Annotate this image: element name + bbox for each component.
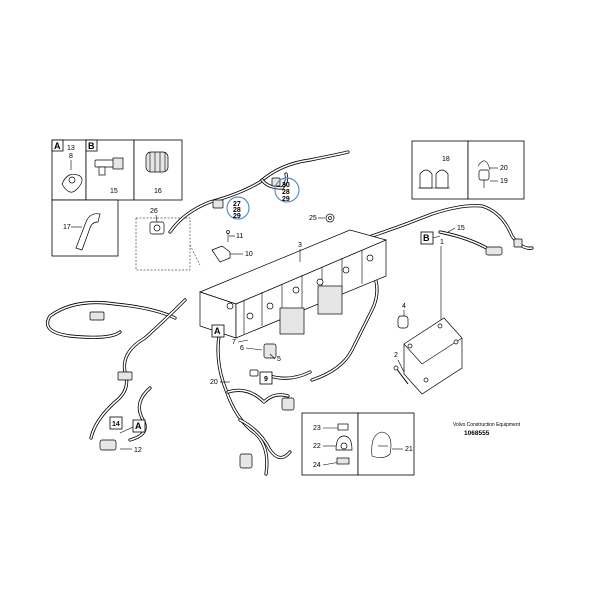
part-tie-19-20-icon <box>477 160 491 188</box>
callout-7: 7 <box>232 339 236 346</box>
connector-6 <box>263 343 277 359</box>
leader-15-drawing <box>447 227 456 233</box>
inset-group-top-right: 18 20 19 <box>411 140 525 200</box>
connector-bottom <box>239 453 253 469</box>
leader-7 <box>237 339 249 343</box>
leader-ref-a-2 <box>119 426 134 434</box>
connector-right-end <box>485 246 503 256</box>
callout-24: 24 <box>313 462 321 469</box>
main-harness <box>45 150 534 476</box>
callout-11: 11 <box>236 233 243 240</box>
part-10-icon <box>211 245 231 263</box>
inset-box-b-letter-frame <box>85 139 98 152</box>
highlight-circle-left <box>226 196 250 220</box>
callout-1: 1 <box>440 239 444 246</box>
inset-group-bottom-right: 23 22 24 21 <box>301 412 415 476</box>
part-25-icon <box>325 213 335 223</box>
ref-a-frame-1 <box>211 324 225 338</box>
callout-12: 12 <box>134 447 142 454</box>
callout-4: 4 <box>402 303 406 310</box>
leader-5 <box>269 353 276 360</box>
connector-left-mid <box>117 371 133 381</box>
callout-26: 26 <box>150 208 158 215</box>
part-sensor-15-icon <box>94 157 124 176</box>
callout-6: 6 <box>240 345 244 352</box>
callout-3: 3 <box>298 242 302 249</box>
callout-14: 14 <box>112 421 120 428</box>
callout-10: 10 <box>245 251 253 258</box>
part-clip-21-icon <box>371 431 392 458</box>
part-bolt-2-icon <box>393 365 409 385</box>
part-clamp-22-24-icon <box>335 423 353 465</box>
part-connector-16-icon <box>145 151 169 173</box>
callout-13: 13 <box>67 145 75 152</box>
leader-26 <box>155 214 158 223</box>
part-sleeve-17-icon <box>75 213 101 251</box>
inset-box-e <box>411 140 469 200</box>
inset-box-e2 <box>467 140 525 200</box>
part-9-icon <box>249 369 259 377</box>
callout-17: 17 <box>63 224 71 231</box>
callout-16: 16 <box>154 188 162 195</box>
ref-b-label: B <box>423 233 430 243</box>
callout-22: 22 <box>313 443 321 450</box>
distribution-box-3 <box>198 229 388 339</box>
inset-group-top-left: A 13 8 B 15 16 17 <box>51 139 183 257</box>
dashed-reference-box <box>135 217 201 271</box>
callout-15: 15 <box>110 188 118 195</box>
connector-left-loop <box>89 311 105 321</box>
callout-20-drawing: 20 <box>210 379 218 386</box>
callout-5: 5 <box>277 356 281 363</box>
callout-25: 25 <box>309 215 317 222</box>
callout-20: 20 <box>500 165 508 172</box>
callout-15-drawing: 15 <box>457 225 465 232</box>
inset-box-b-letter: B <box>88 141 95 151</box>
callout-29-right: 29 <box>282 196 290 203</box>
callout-8: 8 <box>69 153 73 160</box>
fuse-block <box>279 307 305 335</box>
ref-a-label-1: A <box>214 326 221 336</box>
leader-6 <box>245 347 263 351</box>
ref-a-frame-2 <box>132 419 146 433</box>
footer-brand: Volvo Construction Equipment <box>453 422 521 428</box>
callout-28-left: 28 <box>233 207 241 214</box>
footer-doc-number: 1068555 <box>464 430 490 437</box>
connector-center-low <box>281 397 295 411</box>
inset-box-a-letter: A <box>54 141 61 151</box>
callout-2: 2 <box>394 352 398 359</box>
callout-28-right: 28 <box>282 189 290 196</box>
leader-ref-b <box>432 235 441 239</box>
part-11-icon <box>226 230 230 242</box>
connector-14 <box>99 439 117 451</box>
ecu-plate-1 <box>403 317 463 395</box>
part-4-icon <box>397 315 409 329</box>
ref-9-frame <box>259 371 273 385</box>
connector-right-tip <box>513 238 523 248</box>
inset-box-g <box>357 412 415 476</box>
ref-14-frame <box>109 416 123 430</box>
callout-18: 18 <box>442 156 450 163</box>
callout-19: 19 <box>500 178 508 185</box>
callout-30: 30 <box>282 182 290 189</box>
connector-27-29 <box>212 199 224 209</box>
leader-2 <box>397 359 405 373</box>
relay-block <box>317 285 343 315</box>
part-clip-18-icon <box>418 169 450 189</box>
callout-29-left: 29 <box>233 213 241 220</box>
callout-21: 21 <box>405 446 413 453</box>
part-clamp-13-icon <box>61 173 83 193</box>
callout-27: 27 <box>233 201 241 208</box>
inset-box-a-letter-frame <box>51 139 64 152</box>
callout-9: 9 <box>264 376 268 383</box>
ref-a-label-2: A <box>135 421 142 431</box>
callout-23: 23 <box>313 425 321 432</box>
highlight-circle-right <box>274 177 300 203</box>
part-26-icon <box>149 221 165 235</box>
